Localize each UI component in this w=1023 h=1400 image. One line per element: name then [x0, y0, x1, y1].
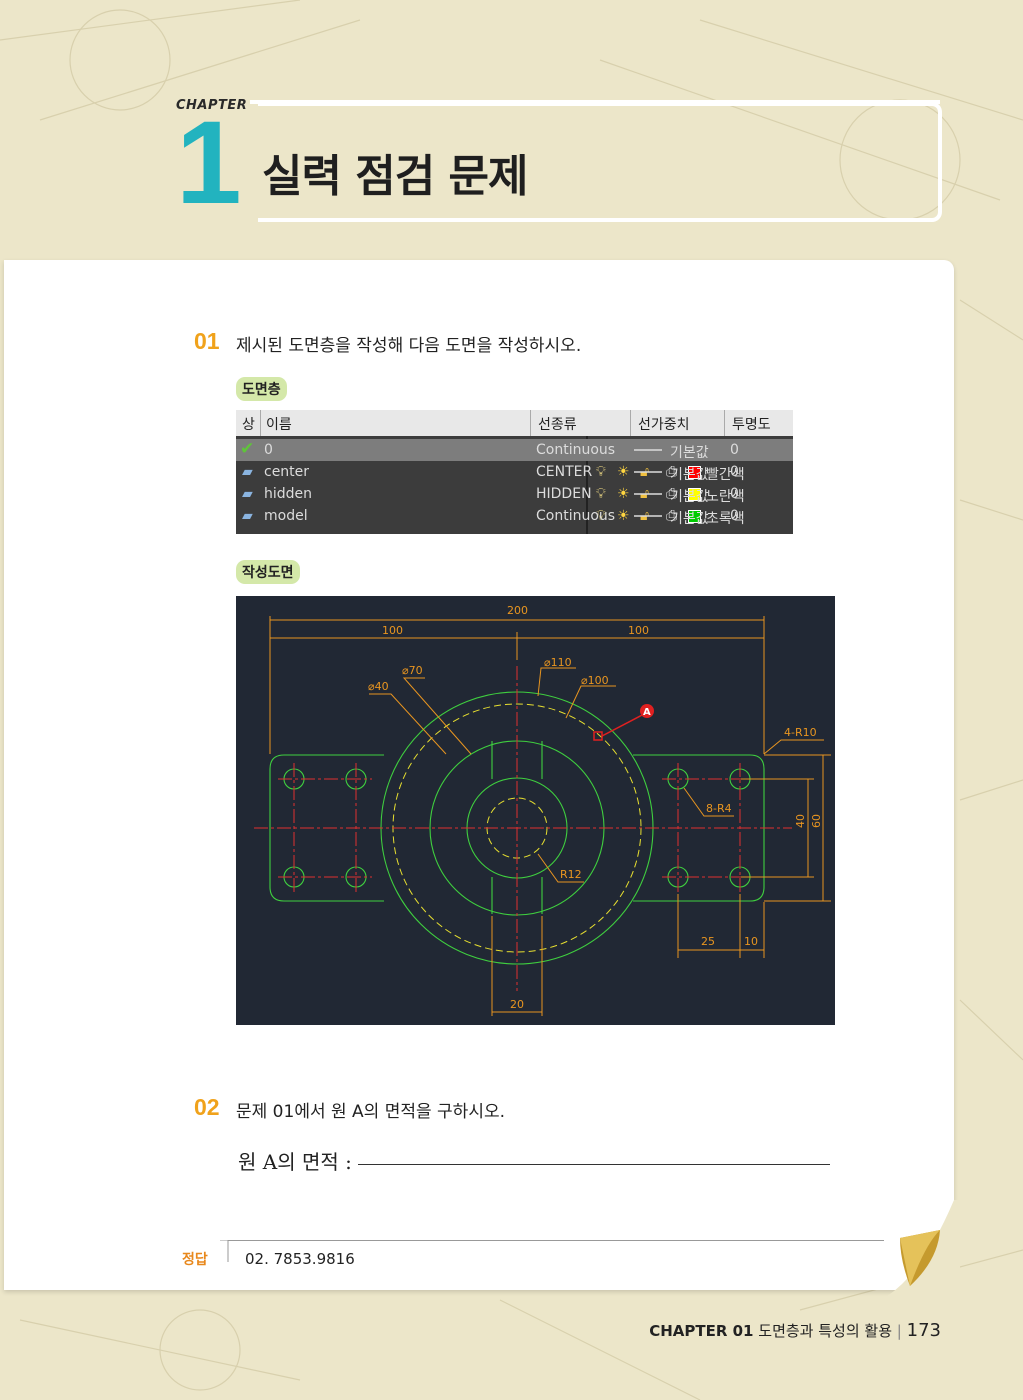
- title-frame-top: [250, 100, 940, 104]
- layers-tag: 도면층: [236, 377, 287, 401]
- plot-icon[interactable]: ⎙: [666, 486, 678, 502]
- col-linetype-label[interactable]: 선종류: [538, 417, 577, 433]
- dim-d40: ⌀40: [368, 680, 389, 693]
- layer-rows-right: Continuous 기본값 0 CENTER 기본값 0 HIDDEN 기본값…: [530, 436, 793, 534]
- transparency[interactable]: 0: [730, 442, 739, 458]
- answer-bracket: [220, 1240, 229, 1262]
- dim-w25: 25: [701, 935, 715, 948]
- footer-title: 도면층과 특성의 활용: [758, 1322, 893, 1340]
- color-name: 빨간색: [706, 467, 745, 483]
- linetype[interactable]: HIDDEN: [536, 486, 592, 502]
- lineweight[interactable]: 기본값: [670, 489, 709, 505]
- linetype[interactable]: CENTER: [536, 464, 593, 480]
- layer-row[interactable]: ▰ center 💡︎ ☀ 🔓︎ ⎙ 빨간색: [236, 461, 793, 483]
- dim-d100: ⌀100: [581, 674, 609, 687]
- page-number: 173: [906, 1320, 941, 1341]
- color-swatch[interactable]: [688, 510, 701, 527]
- marker-a: A: [593, 704, 654, 741]
- page-footer: CHAPTER 01 도면층과 특성의 활용 | 173: [649, 1320, 941, 1341]
- color-name: 노란색: [706, 489, 745, 505]
- layer-icon: ▰: [242, 508, 253, 524]
- bulb-icon[interactable]: 💡︎: [596, 464, 606, 480]
- dim-right-half: 100: [628, 624, 649, 637]
- sun-icon[interactable]: ☀: [617, 464, 630, 480]
- marker-a-label: A: [643, 707, 651, 718]
- linetype[interactable]: Continuous: [536, 442, 616, 458]
- color-name: 초록색: [706, 511, 745, 527]
- dimension-lines: [269, 616, 831, 1016]
- dim-w10: 10: [744, 935, 758, 948]
- dimension-text: 200 100 100 ⌀70 ⌀40 ⌀110 ⌀100 4-R10 8-R4…: [368, 604, 823, 1011]
- layer-row[interactable]: ▰ model 💡︎ ☀ 🔓︎ ⎙ 초록색: [236, 505, 793, 527]
- transparency[interactable]: 0: [730, 508, 739, 524]
- col-name[interactable]: 이름: [266, 417, 292, 433]
- footer-separator: |: [896, 1322, 902, 1340]
- dim-r4: 8-R4: [706, 802, 732, 815]
- transparency[interactable]: 0: [730, 464, 739, 480]
- dim-d110: ⌀110: [544, 656, 572, 669]
- layer-table-header-right: 선종류 선가중치 투명도: [530, 410, 793, 436]
- layer-icon: ▰: [242, 486, 253, 502]
- col-status: 상: [242, 417, 255, 433]
- lineweight[interactable]: 기본값: [670, 467, 709, 483]
- lineweight[interactable]: 기본값: [670, 445, 709, 461]
- layer-name: model: [264, 508, 308, 524]
- chapter-label: CHAPTER: [176, 98, 248, 113]
- col-transparency[interactable]: 투명도: [732, 417, 771, 433]
- sun-icon[interactable]: ☀: [617, 486, 630, 502]
- layer-name: 0: [264, 442, 273, 458]
- plot-icon[interactable]: ⎙: [666, 464, 678, 480]
- answer-divider: [228, 1240, 884, 1241]
- color-swatch[interactable]: [688, 488, 701, 505]
- page-curl: [880, 1200, 960, 1300]
- layer-name: hidden: [264, 486, 313, 502]
- chapter-number: 1: [176, 97, 242, 229]
- sun-icon[interactable]: ☀: [617, 508, 630, 524]
- title-frame: [258, 102, 942, 222]
- bulb-icon[interactable]: 💡︎: [596, 508, 606, 524]
- answer-heading: 정답: [182, 1252, 208, 1268]
- answer-line: [358, 1164, 830, 1165]
- dim-d70: ⌀70: [402, 664, 423, 677]
- lineweight[interactable]: 기본값: [670, 511, 709, 527]
- current-check-icon: ✔: [240, 439, 255, 459]
- color-swatch[interactable]: [688, 466, 701, 483]
- answer-value: 02. 7853.9816: [245, 1250, 355, 1268]
- dim-h40: 40: [794, 814, 807, 828]
- layer-name: center: [264, 464, 310, 480]
- bulb-icon[interactable]: 💡︎: [596, 486, 606, 502]
- question-1-number: 01: [194, 328, 220, 354]
- plot-icon[interactable]: ⎙: [666, 508, 678, 524]
- chapter-title: 실력 점검 문제: [262, 151, 529, 202]
- cad-drawing: 200 100 100 ⌀70 ⌀40 ⌀110 ⌀100 4-R10 8-R4…: [236, 596, 835, 1025]
- center-lines: [254, 666, 792, 991]
- question-2-text: 문제 01에서 원 A의 면적을 구하시오.: [236, 1102, 506, 1122]
- dim-r12: R12: [560, 868, 582, 881]
- drawing-tag: 작성도면: [236, 560, 300, 584]
- layer-icon: ▰: [242, 464, 253, 480]
- dim-w20: 20: [510, 998, 524, 1011]
- dim-left-half: 100: [382, 624, 403, 637]
- dim-r10: 4-R10: [784, 726, 817, 739]
- lineweight-samples: [634, 449, 662, 517]
- transparency[interactable]: 0: [730, 486, 739, 502]
- layer-row[interactable]: ▰ hidden 💡︎ ☀ 🔓︎ ⎙ 노란색: [236, 483, 793, 505]
- linetype[interactable]: Continuous: [536, 508, 616, 524]
- question-1-text: 제시된 도면층을 작성해 다음 도면을 작성하시오.: [236, 336, 582, 356]
- question-2-number: 02: [194, 1094, 220, 1120]
- dim-h60: 60: [810, 814, 823, 828]
- footer-chapter: CHAPTER 01: [649, 1322, 754, 1340]
- col-lineweight[interactable]: 선가중치: [638, 417, 690, 433]
- answer-label: 원 A의 면적 :: [238, 1150, 352, 1174]
- dim-overall: 200: [507, 604, 528, 617]
